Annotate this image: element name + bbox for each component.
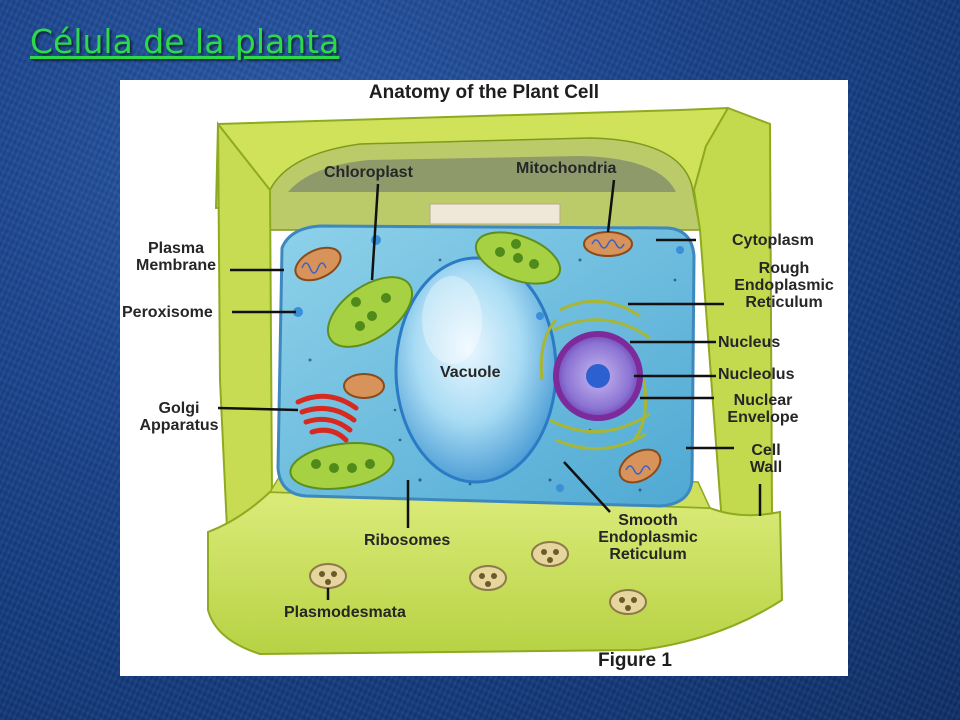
label-rough-er: Rough Endoplasmic Reticulum [734, 260, 834, 311]
label-vacuole: Vacuole [440, 364, 501, 381]
cell-wall-back-inner [288, 156, 676, 192]
label-cytoplasm: Cytoplasm [732, 232, 814, 249]
label-plasma-membrane: Plasma Membrane [135, 240, 217, 274]
label-peroxisome: Peroxisome [122, 304, 213, 321]
mitochondria-cristae [301, 239, 651, 475]
plant-cell-illustration [207, 106, 784, 656]
figure-caption: Figure 1 [598, 650, 672, 671]
plant-cell-figure: Anatomy of the Plant Cell Chloroplast Mi… [120, 80, 848, 676]
label-smooth-er: Smooth Endoplasmic Reticulum [598, 512, 698, 563]
mitochondria-shapes [294, 231, 662, 484]
plasmodesmata-pores [319, 549, 637, 611]
label-nucleus: Nucleus [718, 334, 781, 351]
label-ribosomes: Ribosomes [364, 532, 451, 549]
chloroplast-grana [311, 239, 539, 473]
nucleolus-shape [586, 364, 610, 388]
golgi-shape [295, 393, 359, 443]
label-chloroplast: Chloroplast [324, 164, 413, 181]
vacuole-highlight [422, 276, 482, 364]
label-mitochondria: Mitochondria [516, 160, 617, 177]
label-plasmodesmata: Plasmodesmata [284, 604, 406, 621]
cell-wall-gap [429, 203, 561, 225]
figure-title: Anatomy of the Plant Cell [368, 82, 600, 103]
leader-lines [217, 179, 762, 600]
label-golgi-apparatus: Golgi Apparatus [139, 400, 219, 434]
cell-wall-right [692, 106, 774, 552]
slide-title: Célula de la planta [30, 22, 340, 61]
label-cell-wall: Cell Wall [749, 442, 783, 476]
plasmodesmata-shapes [309, 541, 647, 615]
label-nuclear-envelope: Nuclear Envelope [727, 392, 799, 426]
rough-er-shape [539, 299, 651, 451]
cell-wall-left [216, 121, 274, 553]
label-nucleolus: Nucleolus [718, 366, 795, 383]
